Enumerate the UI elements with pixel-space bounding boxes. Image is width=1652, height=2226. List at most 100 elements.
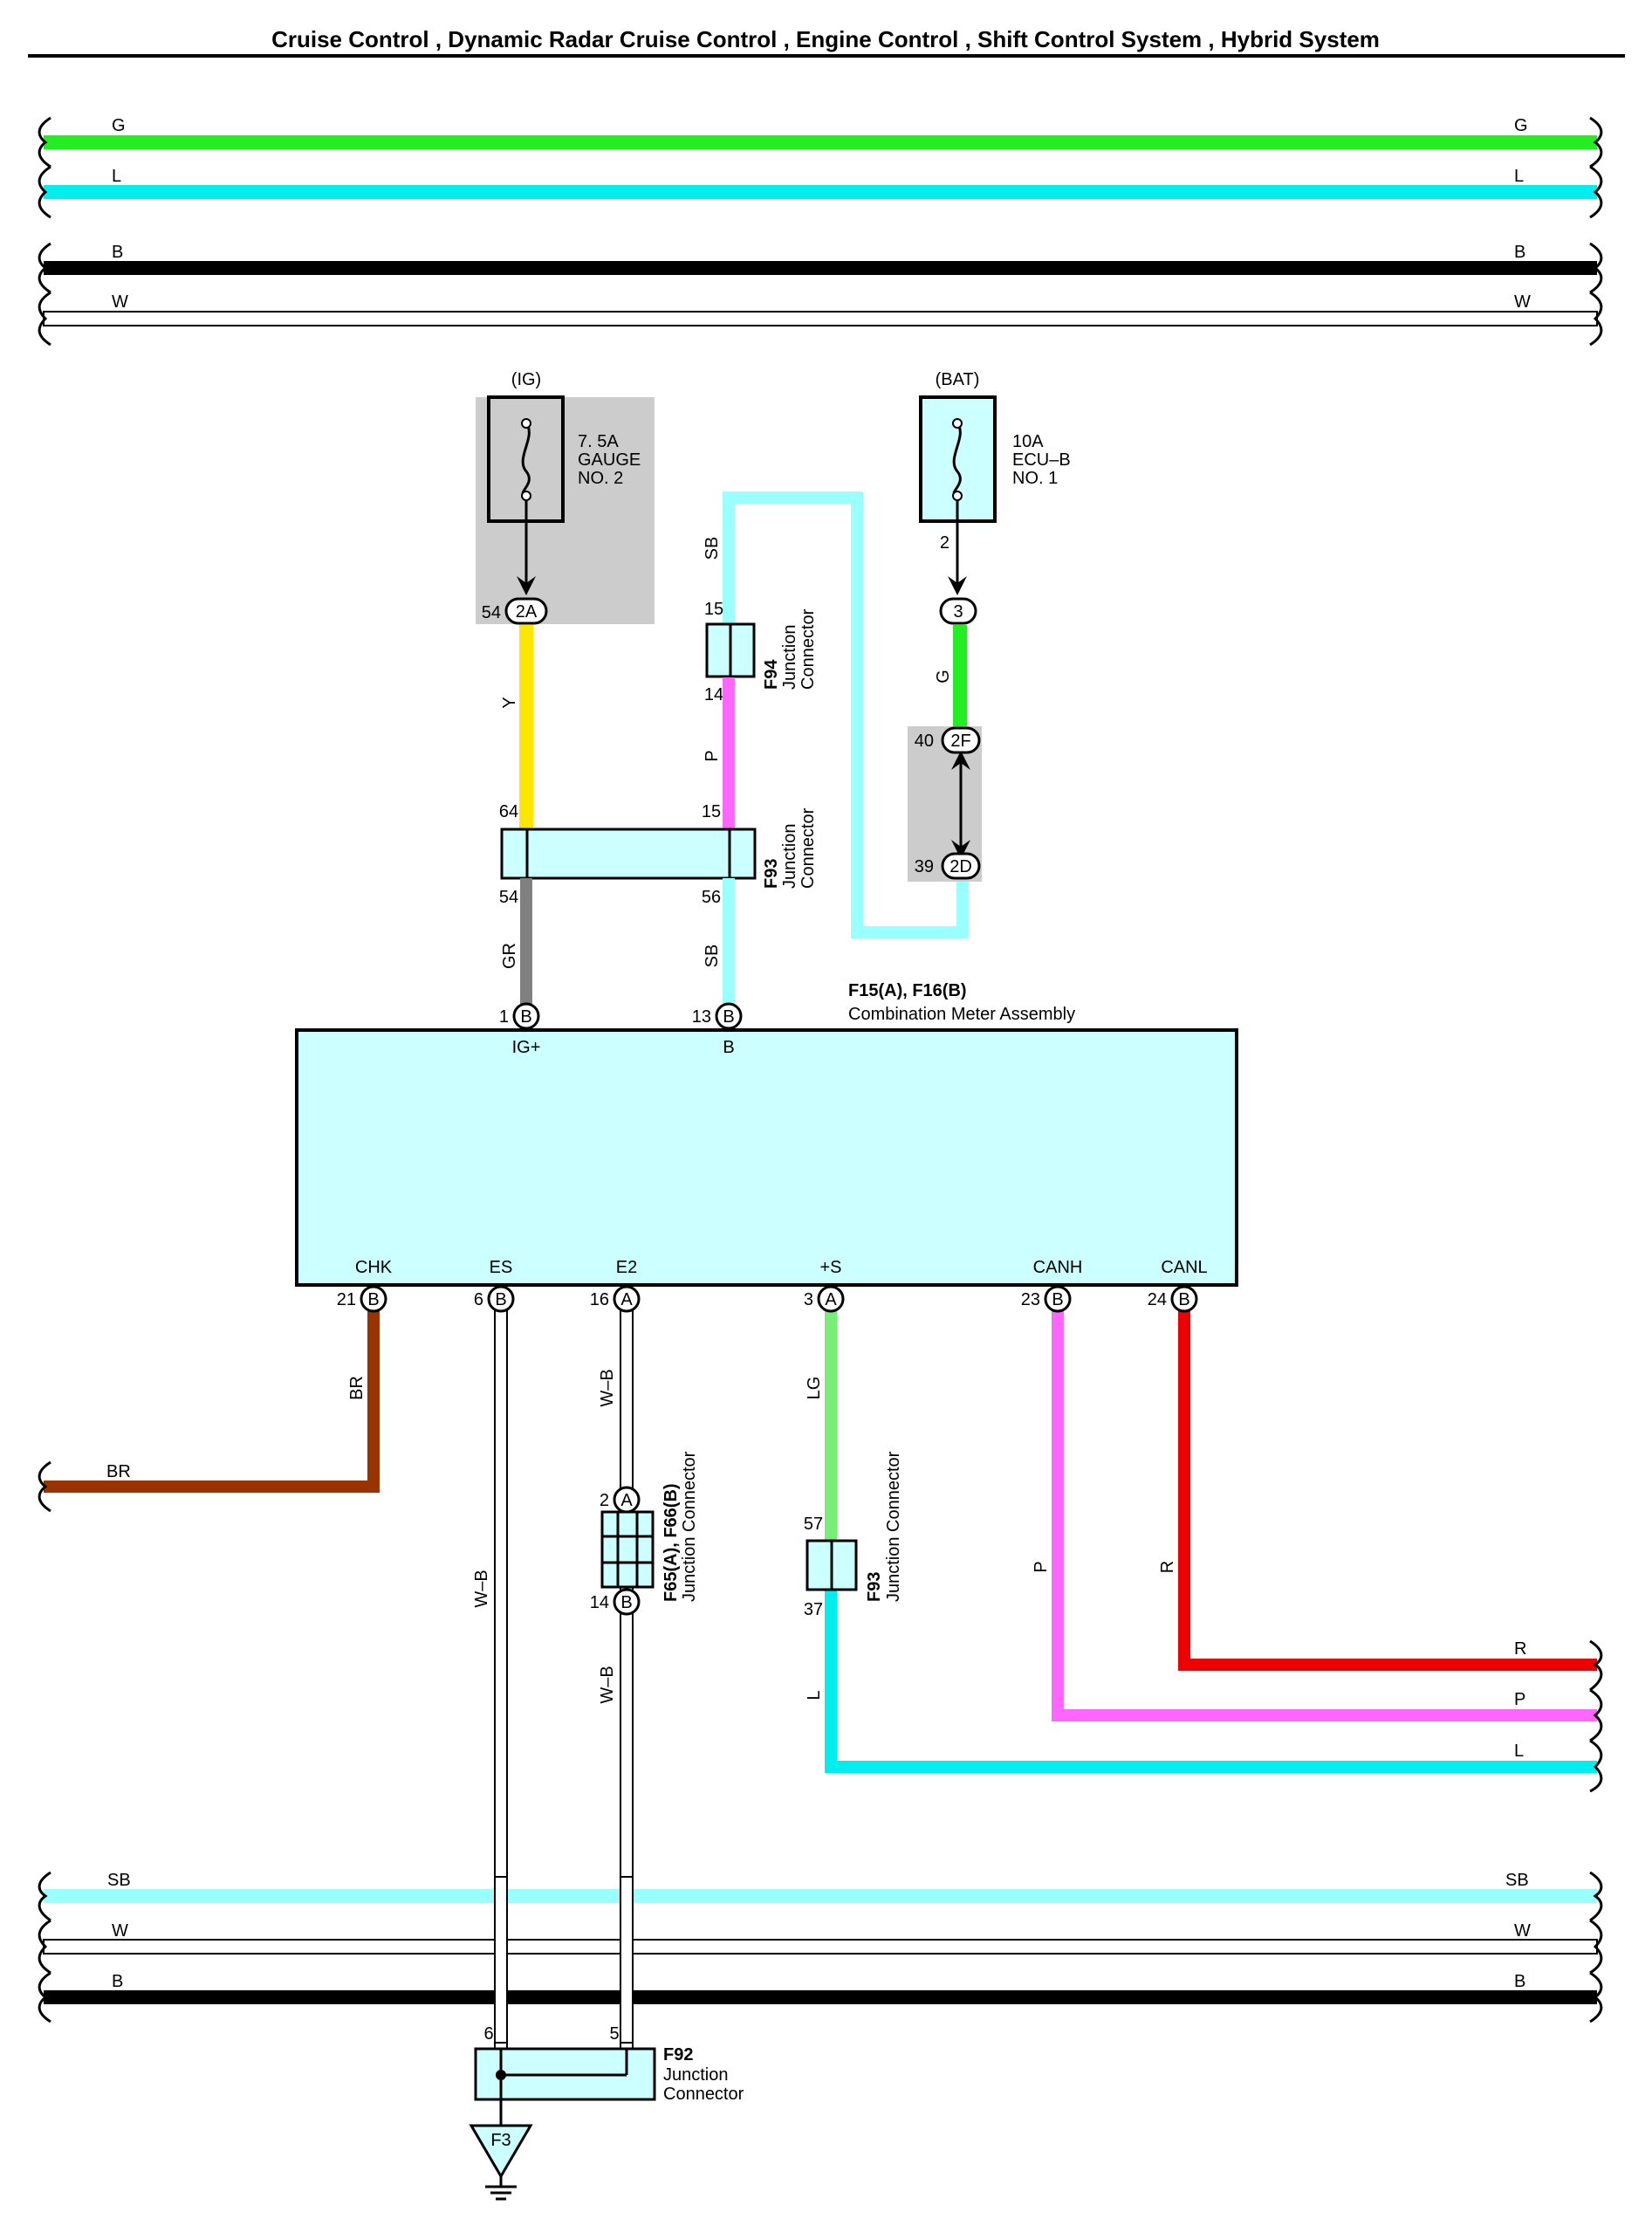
pin-number: 15	[702, 802, 721, 821]
connector-id: 2A	[516, 602, 538, 622]
ground-triangle	[469, 2124, 533, 2179]
wire-color-label: W–B	[598, 1369, 617, 1406]
pin-number: 37	[804, 1600, 823, 1619]
pin-connector: B	[1178, 1290, 1189, 1309]
connector-name: Junction Connector	[884, 1451, 903, 1602]
pin-number: 14	[590, 1593, 609, 1612]
wire-br	[44, 1301, 380, 1493]
break-marks-bottom	[38, 1871, 1603, 2023]
connector-3	[939, 597, 977, 625]
pin-number: 15	[704, 600, 723, 619]
break-marks-top	[38, 116, 1603, 347]
wire-w-b-es-crossing	[494, 1876, 508, 2044]
fuse-terminal	[952, 491, 963, 501]
pin-connector: B	[1052, 1290, 1063, 1309]
connector-id: F65(A), F66(B)	[661, 1483, 681, 1602]
pin-connector: B	[520, 1007, 531, 1027]
connector-id: F93	[865, 1572, 884, 1602]
pin-number: 6	[483, 2024, 493, 2044]
wire-color-label: SB	[703, 537, 722, 560]
fuse-name: ECU–B	[1012, 450, 1071, 470]
pin-number: 21	[337, 1290, 356, 1309]
connector-name: Connector	[799, 608, 818, 690]
top-bus-l: L L	[44, 167, 1597, 199]
terminal-name: ES	[490, 1258, 513, 1277]
wire-sb-loop	[723, 491, 969, 938]
connector-2f	[941, 726, 981, 754]
break-marks-right	[1589, 1639, 1603, 1793]
pin-connector: A	[825, 1290, 837, 1309]
wire-color-label: L	[805, 1690, 824, 1700]
wire-color-label: GR	[500, 943, 519, 969]
pin-marker	[613, 1486, 641, 1514]
break-mark	[1589, 1639, 1603, 1692]
pin-connector: B	[367, 1290, 379, 1309]
fuse-name: GAUGE	[578, 450, 641, 470]
pin-number: 5	[609, 2024, 619, 2044]
break-mark	[38, 242, 51, 294]
pin-number: 2	[940, 533, 949, 553]
pin-marker	[817, 1285, 845, 1313]
connector-f93-top: 64 15 54 56 F93 Junction Connector	[499, 802, 818, 907]
break-mark	[38, 1919, 51, 1975]
break-mark	[1589, 1919, 1603, 1975]
connector-f93-low: 57 37 F93 Junction Connector	[804, 1451, 903, 1619]
connector-body	[600, 1510, 655, 1589]
pin-marker	[1044, 1285, 1072, 1313]
connector-name: Connector	[799, 807, 818, 889]
ground-f3: F3	[469, 2099, 533, 2201]
bus-label-right: SB	[1505, 1871, 1529, 1890]
bus-label-right: W	[1514, 1921, 1531, 1941]
break-mark	[1589, 291, 1603, 347]
wire-color-label: W–B	[472, 1570, 491, 1607]
terminal-name: E2	[616, 1258, 637, 1277]
wire-color-label: BR	[347, 1376, 367, 1400]
arrow-down-icon	[951, 840, 970, 859]
diagram-title: Cruise Control , Dynamic Radar Cruise Co…	[271, 26, 1380, 52]
fuse-source-label: (IG)	[511, 370, 541, 389]
break-mark	[38, 165, 51, 219]
pin-number: 54	[499, 888, 518, 907]
bus-label-left: B	[112, 1972, 123, 1991]
component-body	[295, 1028, 1238, 1287]
arrow-up-icon	[951, 751, 970, 770]
pin-number: 39	[915, 857, 934, 876]
connector-2d	[941, 852, 981, 880]
bus-label-left: W	[112, 1921, 128, 1941]
connector-id: F93	[762, 859, 781, 889]
pin-number: 40	[915, 732, 934, 751]
wire-color-label: P	[1032, 1561, 1051, 1572]
wire-color-label: R	[1158, 1561, 1177, 1573]
pin-number: 54	[482, 603, 501, 622]
pin-number: 57	[804, 1515, 823, 1534]
wire-color-label: G	[934, 670, 953, 684]
fuse-terminal	[952, 418, 963, 429]
pin-connector: B	[723, 1007, 734, 1027]
break-mark	[1589, 165, 1603, 219]
terminal-name: +S	[819, 1258, 841, 1277]
wire-color-label: LG	[805, 1377, 824, 1400]
pin-connector: A	[620, 1491, 633, 1510]
bus-label-right: G	[1514, 116, 1528, 135]
pin-number: 16	[590, 1290, 609, 1309]
wire-r-canl	[1178, 1309, 1597, 1671]
pin-number: 64	[499, 802, 518, 821]
fuse-source-label: (BAT)	[936, 370, 980, 389]
component-name: Combination Meter Assembly	[848, 1005, 1075, 1024]
wire-p-canh	[1052, 1309, 1597, 1721]
wire-color-label: R	[1514, 1639, 1526, 1659]
meter-bottom-pins: B 21 B 6 A 16 A 3 B 23 B 24	[337, 1285, 1198, 1313]
pin-marker	[487, 1285, 515, 1313]
connector-name: Junction	[780, 625, 799, 690]
bus-label-left: SB	[107, 1871, 131, 1890]
wire-color-label: L	[1514, 1742, 1524, 1761]
connector-2a	[504, 597, 548, 625]
arrow-down-icon	[517, 576, 536, 595]
pin-number: 14	[704, 685, 723, 704]
wire-color-label: P	[703, 750, 722, 761]
connector-f65-f66: A 2 B 14 F65(A), F66(B) Junction Connect…	[590, 1451, 699, 1616]
connector-id: F94	[762, 659, 781, 690]
bottom-bus-w: W W	[43, 1921, 1598, 1955]
pin-marker	[360, 1285, 387, 1313]
